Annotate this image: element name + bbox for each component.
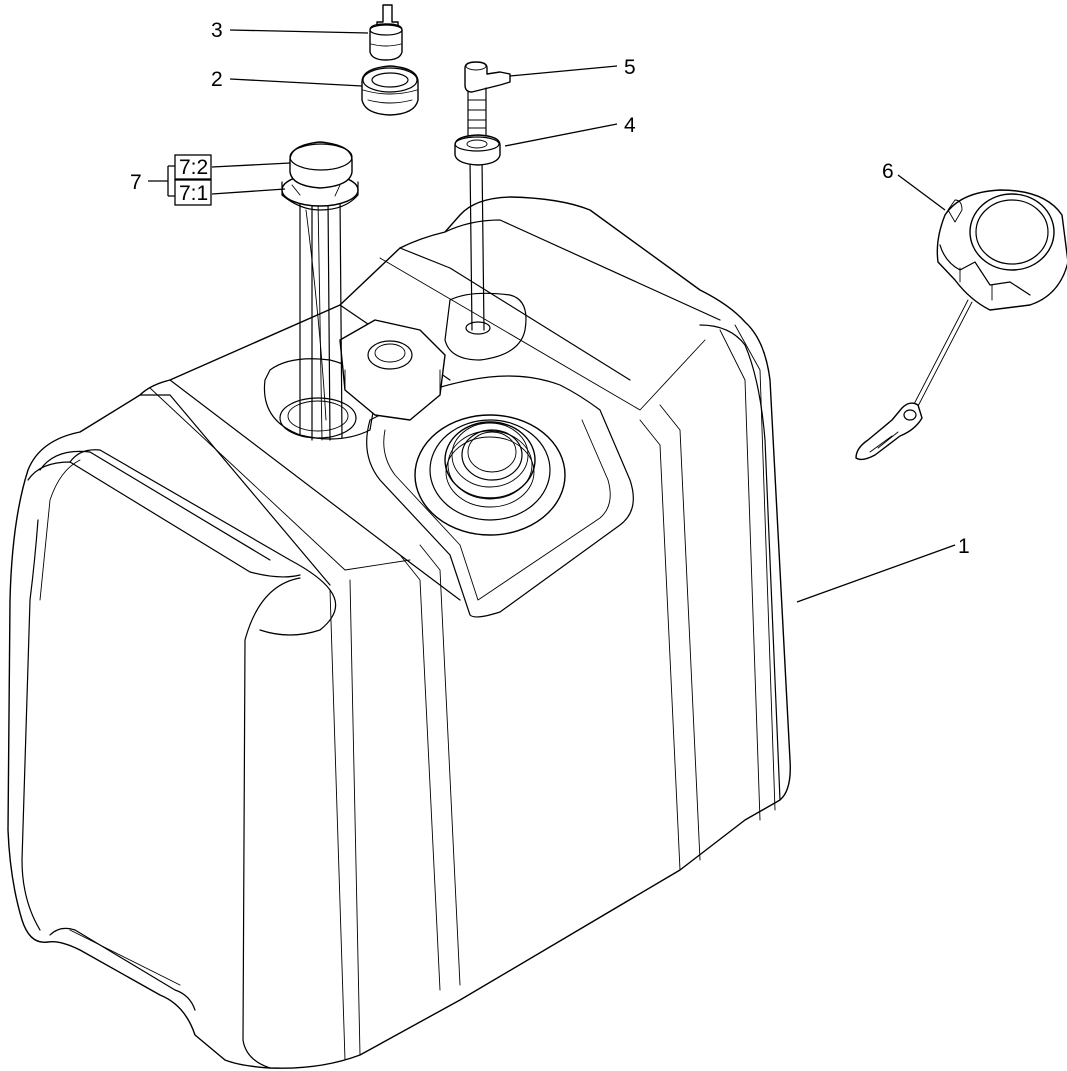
box-7-2 (174, 154, 212, 180)
callout-7: 7 (130, 171, 142, 194)
callout-6: 6 (882, 160, 894, 183)
vent-fitting-icon (369, 4, 403, 61)
callout-labels: 1 2 3 4 5 6 7 7:2 7:1 (130, 19, 970, 558)
callout-5: 5 (624, 56, 636, 79)
leader-3 (229, 29, 369, 34)
bracket-7 (148, 165, 175, 197)
leader-4 (504, 123, 618, 147)
box-7-1 (174, 179, 212, 206)
leader-6 (897, 174, 946, 211)
callout-7-2: 7:2 (179, 156, 208, 179)
leader-7-2 (211, 162, 291, 168)
elbow-fitting-icon (464, 61, 511, 136)
fuel-pickup-grommet-icon (454, 134, 501, 331)
fuel-cap-icon (855, 189, 1067, 461)
leader-lines (148, 29, 956, 603)
callout-4: 4 (624, 114, 636, 137)
callout-3: 3 (211, 19, 223, 42)
leader-2 (229, 78, 363, 87)
fuel-sender-assembly-icon (281, 141, 359, 441)
fuel-tank-icon (7, 196, 791, 1069)
grommet-icon (361, 65, 419, 116)
callout-2: 2 (211, 68, 223, 91)
leader-1 (796, 544, 956, 603)
leader-5 (509, 65, 618, 77)
callout-1: 1 (958, 535, 970, 558)
leader-7-1 (211, 188, 286, 195)
callout-7-1: 7:1 (179, 182, 208, 205)
